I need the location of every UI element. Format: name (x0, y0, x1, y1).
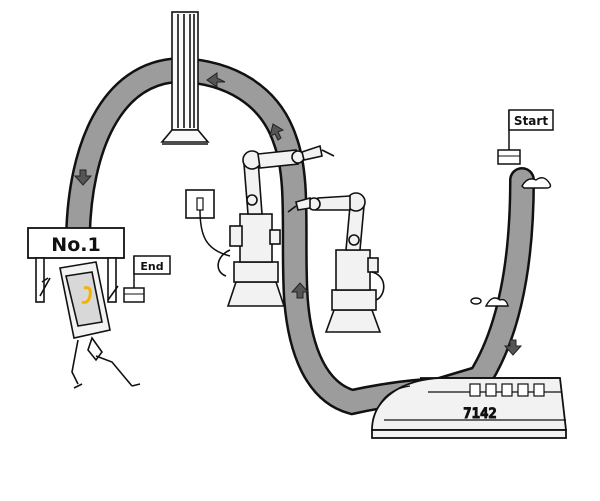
start-flag: Start (497, 109, 554, 165)
end-label: End (140, 260, 163, 273)
robot-arm-1 (217, 144, 335, 307)
arrow-icon (290, 282, 310, 299)
robot-arm-2 (287, 192, 385, 333)
train-number: 7142 (463, 406, 497, 422)
rocks (470, 177, 552, 307)
chip-character (39, 261, 141, 389)
banner-label: No.1 (51, 234, 100, 256)
flow-arrows (73, 72, 523, 356)
arrow-icon (503, 339, 523, 356)
arrow-icon (269, 123, 285, 141)
finish-banner: No.1 (27, 227, 125, 303)
arrow-icon (206, 72, 226, 88)
wall-socket-icon (185, 189, 231, 257)
arrow-icon (73, 169, 93, 186)
end-flag: End (123, 255, 171, 303)
flag-icon (508, 109, 554, 131)
bullet-train: 7142 (371, 377, 568, 439)
flag-icon (133, 255, 171, 275)
start-label: Start (514, 114, 548, 128)
tower-pillar (160, 11, 210, 145)
conveyor-track (65, 56, 535, 416)
